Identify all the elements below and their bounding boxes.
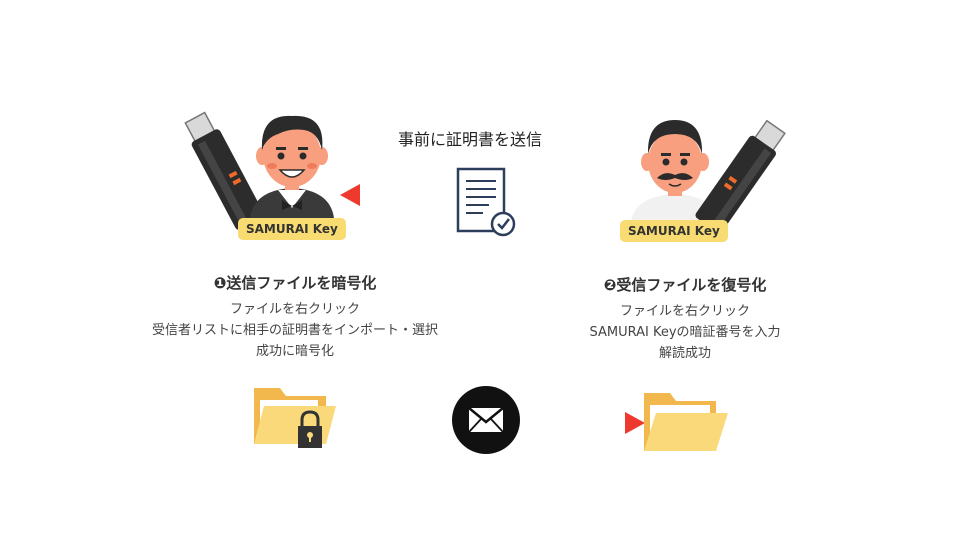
- step-encrypt-line: 成功に暗号化: [255, 344, 334, 359]
- step-encrypt-block: ❶送信ファイルを暗号化 ファイルを右クリック 受信者リストに相手の証明書をインポ…: [105, 272, 485, 362]
- open-folder-icon: [644, 393, 728, 451]
- step-decrypt-line: SAMURAI Keyの暗証番号を入力: [589, 325, 781, 340]
- step-decrypt-line: 解読成功: [658, 346, 711, 361]
- right-key-label: SAMURAI Key: [620, 220, 728, 242]
- step-decrypt-line: ファイルを右クリック: [619, 304, 750, 319]
- person-icon: [250, 115, 334, 218]
- envelope-icon: [452, 386, 520, 454]
- usb-key-icon: [184, 111, 265, 230]
- step-decrypt-block: ❷受信ファイルを復号化 ファイルを右クリック SAMURAI Keyの暗証番号を…: [525, 274, 845, 364]
- locked-folder-icon: [254, 388, 336, 448]
- left-key-label: SAMURAI Key: [238, 218, 346, 240]
- step-decrypt-title: ❷受信ファイルを復号化: [603, 276, 767, 294]
- step-encrypt-title: ❶送信ファイルを暗号化: [213, 274, 377, 292]
- certificate-document-icon: [456, 167, 516, 237]
- step-encrypt-line: ファイルを右クリック: [229, 302, 360, 317]
- top-caption: 事前に証明書を送信: [398, 130, 543, 149]
- usb-key-icon: [695, 120, 786, 233]
- step-encrypt-line: 受信者リストに相手の証明書をインポート・選択: [151, 323, 438, 338]
